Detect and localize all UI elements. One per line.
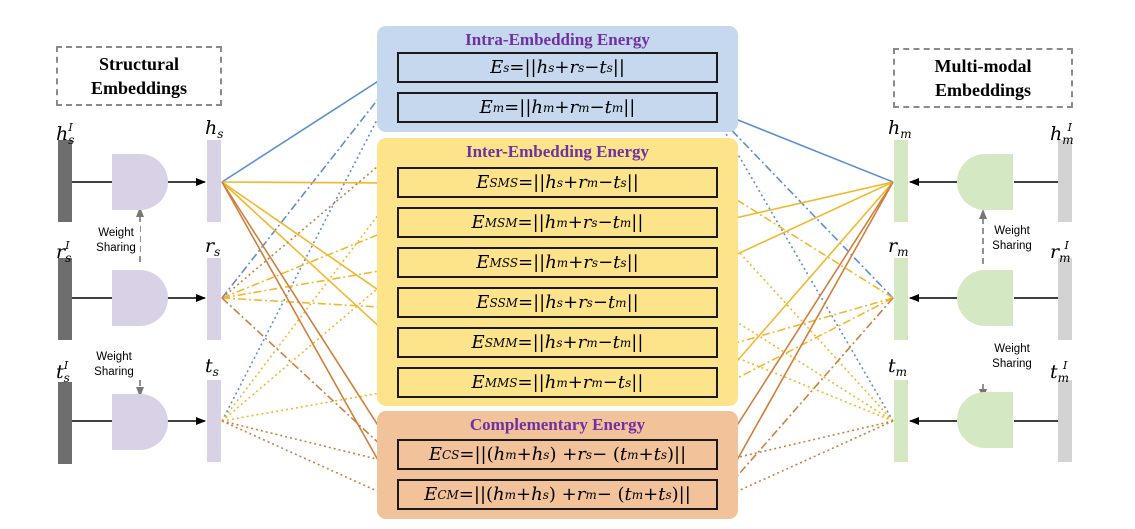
comp-ts-cm (221, 420, 398, 501)
inter-rm-sms (717, 187, 894, 299)
inter-hs-ssm (221, 181, 398, 304)
intra-ts-line (221, 80, 398, 422)
structural-t-output-bar (207, 380, 221, 462)
multimodal-r-input-bar (1058, 258, 1072, 340)
structural-t-input-label: tsI (56, 359, 70, 385)
multimodal-t-input-label: tmI (1050, 359, 1070, 385)
comp-hm-cs (717, 181, 894, 456)
multimodal-h-output-bar (894, 140, 908, 222)
structural-h-input-bar (58, 140, 72, 222)
inter-ts-mss (221, 271, 398, 422)
multimodal-title-line2: Embeddings (934, 80, 1032, 100)
multimodal-embeddings-title: Multi-modal Embeddings (893, 48, 1073, 108)
comp-hm-cm (717, 181, 894, 495)
inter-hs-smm (221, 181, 398, 344)
comp-hs-cs (221, 181, 398, 456)
intra-hm-line (717, 111, 894, 183)
inter-embedding-title: Inter-Embedding Energy (465, 142, 650, 161)
complementary-energy-title: Complementary Energy (469, 415, 646, 434)
intra-hs-line (221, 68, 398, 183)
structural-h-output-label: hs (205, 117, 224, 141)
inter-hs-sms (221, 178, 398, 187)
multimodal-r-input-label: rmI (1050, 239, 1071, 265)
multimodal-h-input-bar (1058, 140, 1072, 222)
structural-title-line2: Embeddings (90, 78, 188, 98)
inter-hm-msm (717, 181, 894, 224)
structural-r-input-bar (58, 258, 72, 340)
multimodal-r-output-label: rm (888, 235, 909, 259)
comp-ts-cs (221, 420, 398, 466)
structural-gate-r (112, 270, 168, 326)
comp-rs-cs (221, 297, 398, 461)
comp-rm-cm (717, 297, 894, 499)
structural-gate-h (112, 154, 168, 210)
structural-gate-t (112, 394, 168, 450)
structural-h-input-label: hsI (56, 121, 75, 147)
inter-tm-msm (717, 228, 894, 422)
multimodal-t-output-bar (894, 380, 908, 462)
comp-tm-cs (717, 420, 894, 464)
comp-hs-cm (221, 181, 398, 495)
structural-embeddings-title: Structural Embeddings (56, 46, 222, 106)
intra-rs-line (221, 74, 398, 299)
inter-ts-mms (221, 387, 398, 422)
multimodal-r-output-bar (894, 258, 908, 340)
intra-tm-line (717, 119, 894, 422)
multimodal-gate-r (957, 270, 1013, 326)
multimodal-title-line1: Multi-modal (934, 56, 1032, 76)
multimodal-h-output-label: hm (888, 117, 912, 141)
inter-rs-mss (221, 265, 398, 299)
structural-r-input-label: rsI (56, 239, 72, 265)
structural-title-line1: Structural (98, 54, 179, 74)
inter-tm-smm (717, 349, 894, 422)
structural-h-output-bar (207, 140, 221, 222)
inter-tm-ssm (717, 309, 894, 422)
intra-rm-line (717, 115, 894, 299)
multimodal-h-input-label: hmI (1050, 121, 1074, 147)
structural-t-input-bar (58, 382, 72, 464)
structural-t-output-label: ts (205, 355, 219, 379)
inter-rs-ssm (221, 297, 398, 312)
multimodal-t-output-label: tm (888, 355, 908, 379)
structural-r-output-label: rs (205, 235, 221, 259)
inter-hm-mms (717, 181, 894, 384)
inter-ts-sms (221, 189, 398, 422)
multimodal-gate-t (957, 392, 1013, 448)
comp-tm-cm (717, 420, 894, 501)
comp-rs-extra (221, 149, 398, 299)
intra-embedding-title: Intra-Embedding Energy (465, 30, 650, 49)
multimodal-gate-h (957, 154, 1013, 210)
inter-hm-mss (717, 181, 894, 264)
inter-rm-mms (717, 297, 894, 389)
multimodal-t-input-bar (1058, 380, 1072, 462)
inter-rm-smm (717, 297, 894, 350)
structural-r-output-bar (207, 258, 221, 340)
